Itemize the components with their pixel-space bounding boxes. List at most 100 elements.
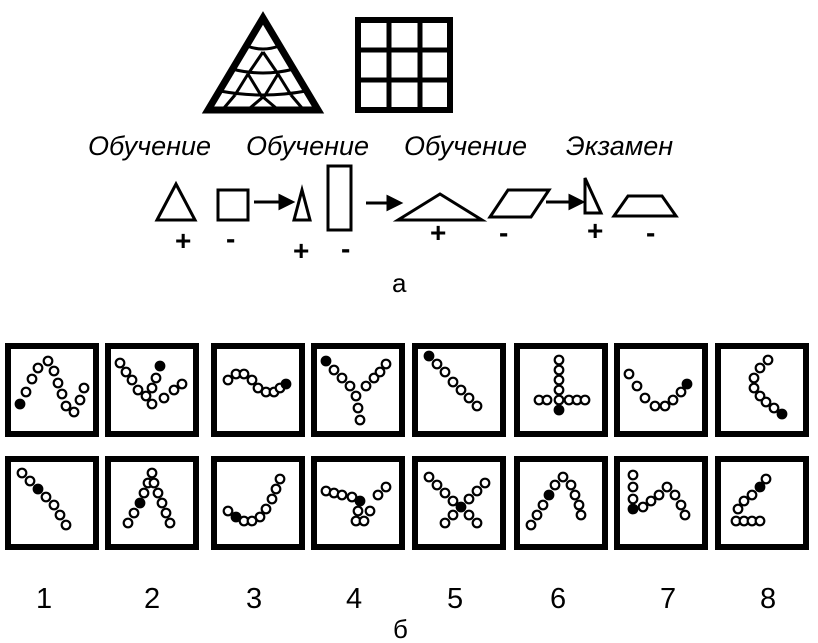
filled-dot — [354, 495, 366, 507]
stage-label-training-3: Обучение — [404, 131, 527, 161]
hollow-dot — [553, 354, 565, 366]
hollow-dot — [48, 499, 60, 511]
hollow-dot — [479, 477, 491, 489]
hollow-dot — [222, 505, 234, 517]
hollow-dot — [222, 374, 234, 386]
hollow-dot — [569, 489, 581, 501]
hollow-dot — [754, 515, 766, 527]
hollow-dot — [553, 384, 565, 396]
hollow-dot — [74, 394, 86, 406]
pattern-panel-r1-c1 — [5, 343, 99, 437]
hollow-dot — [40, 491, 52, 503]
stage-label-training-2: Обучение — [246, 131, 369, 161]
hollow-dot — [238, 368, 250, 380]
panel-frame — [715, 456, 809, 550]
hollow-dot — [661, 481, 673, 493]
shape-square-negative — [216, 188, 250, 222]
hollow-dot — [748, 372, 760, 384]
panel-frame — [211, 343, 305, 437]
hollow-dot — [128, 507, 140, 519]
column-number-7: 7 — [660, 583, 676, 615]
hollow-dot — [679, 509, 691, 521]
hollow-dot — [354, 414, 366, 426]
hollow-dot — [447, 495, 459, 507]
hollow-dot — [126, 374, 138, 386]
pattern-panel-r1-c6 — [514, 343, 608, 437]
shape-flat-triangle-positive — [392, 192, 488, 222]
pattern-panel-r1-c4 — [311, 343, 405, 437]
hollow-dot — [627, 469, 639, 481]
pattern-panel-r1-c5 — [412, 343, 506, 437]
shape-trapezoid-negative — [611, 194, 679, 218]
hollow-dot — [439, 517, 451, 529]
hollow-dot — [732, 503, 744, 515]
hollow-dot — [549, 479, 561, 491]
hollow-dot — [575, 509, 587, 521]
filled-dot — [134, 497, 146, 509]
column-number-3: 3 — [246, 583, 262, 615]
panel-frame — [614, 343, 708, 437]
reference-grid-3x3 — [355, 17, 453, 113]
column-number-6: 6 — [550, 583, 566, 615]
hollow-dot — [760, 396, 772, 408]
hollow-dot — [252, 382, 264, 394]
panel-frame — [311, 456, 405, 550]
hollow-dot — [653, 489, 665, 501]
filled-dot — [455, 501, 467, 513]
column-number-4: 4 — [346, 583, 362, 615]
hollow-dot — [553, 394, 565, 406]
panel-frame — [412, 456, 506, 550]
pattern-panel-r1-c3 — [211, 343, 305, 437]
filled-dot — [776, 408, 788, 420]
hollow-dot — [20, 386, 32, 398]
panel-frame — [412, 343, 506, 437]
panel-frame — [514, 456, 608, 550]
hollow-dot — [352, 402, 364, 414]
hollow-dot — [156, 497, 168, 509]
hollow-dot — [160, 507, 172, 519]
reference-triangle-inner-lines — [219, 44, 307, 110]
hollow-dot — [463, 392, 475, 404]
sign-minus-4: - — [646, 217, 655, 248]
hollow-dot — [637, 501, 649, 513]
hollow-dot — [471, 485, 483, 497]
hollow-dot — [336, 489, 348, 501]
hollow-dot — [531, 509, 543, 521]
pattern-panel-r1-c2 — [105, 343, 199, 437]
panel-frame — [311, 343, 405, 437]
hollow-dot — [631, 380, 643, 392]
pattern-panel-r2-c8 — [715, 456, 809, 550]
hollow-dot — [146, 467, 158, 479]
panel-frame — [105, 456, 199, 550]
arrow-2 — [366, 194, 404, 212]
hollow-dot — [463, 509, 475, 521]
hollow-dot — [423, 471, 435, 483]
column-number-2: 2 — [144, 583, 160, 615]
hollow-dot — [122, 517, 134, 529]
hollow-dot — [48, 365, 60, 377]
hollow-dot — [146, 382, 158, 394]
hollow-dot — [374, 366, 386, 378]
hollow-dot — [346, 491, 358, 503]
hollow-dot — [380, 481, 392, 493]
filled-dot — [154, 360, 166, 372]
hollow-dot — [42, 355, 54, 367]
hollow-dot — [675, 499, 687, 511]
hollow-dot — [266, 493, 278, 505]
hollow-dot — [158, 392, 170, 404]
hollow-dot — [627, 481, 639, 493]
hollow-dot — [471, 517, 483, 529]
hollow-dot — [150, 372, 162, 384]
hollow-dot — [565, 479, 577, 491]
hollow-dot — [623, 368, 635, 380]
hollow-dot — [455, 384, 467, 396]
hollow-dot — [463, 493, 475, 505]
hollow-dot — [260, 503, 272, 515]
hollow-dot — [447, 509, 459, 521]
filled-dot — [320, 355, 332, 367]
hollow-dot — [738, 495, 750, 507]
hollow-dot — [328, 364, 340, 376]
panel-frame — [5, 456, 99, 550]
hollow-dot — [439, 487, 451, 499]
column-number-5: 5 — [447, 583, 463, 615]
